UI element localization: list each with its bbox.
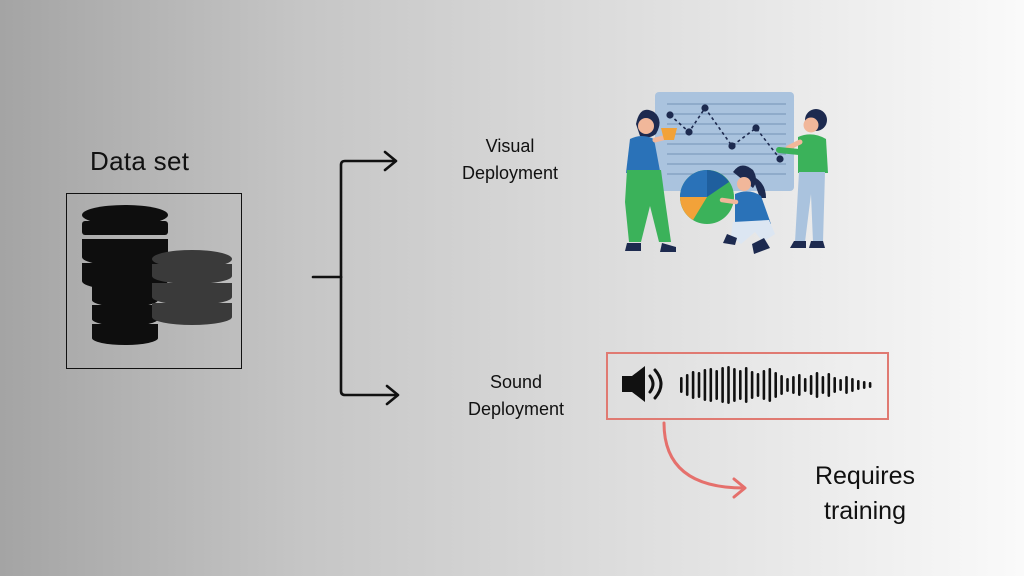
- branch-lower-arrow: [339, 275, 399, 397]
- sound-deployment-label: Sound Deployment: [467, 372, 565, 419]
- dataset-title: Data set: [90, 146, 190, 176]
- branch-upper-arrow: [339, 159, 397, 279]
- visual-deployment-label: Visual Deployment: [461, 136, 559, 183]
- sound-highlight-box: [606, 352, 889, 420]
- requires-training-note: Requires training: [814, 462, 916, 525]
- dataset-box: [66, 193, 242, 369]
